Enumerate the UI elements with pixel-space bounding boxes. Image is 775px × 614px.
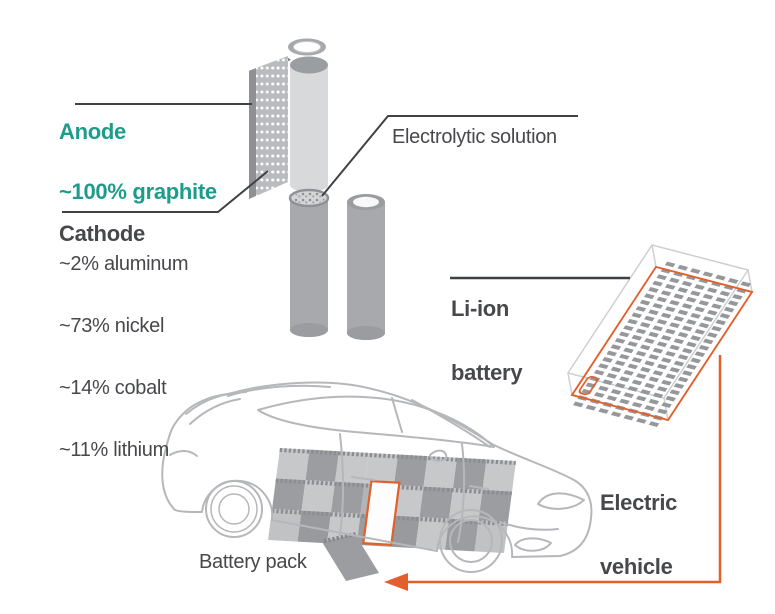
cell-cylinder-electrolyte bbox=[288, 188, 330, 337]
cathode-title: Cathode bbox=[59, 221, 145, 246]
car-battery-pack bbox=[268, 448, 516, 581]
front-wheel bbox=[439, 509, 503, 573]
li-ion-battery-label: Li-ion battery bbox=[451, 296, 523, 385]
car-body-outline bbox=[161, 381, 593, 558]
electrolyte-callout-line bbox=[321, 115, 578, 197]
electrode-sheet bbox=[249, 56, 291, 199]
electric-vehicle-label: Electric vehicle bbox=[600, 490, 678, 579]
anode-composition: ~100% graphite bbox=[59, 179, 217, 204]
electrolyte-label: Electrolytic solution bbox=[392, 126, 557, 148]
cell-rows bbox=[573, 261, 752, 427]
battery-pack-label: Battery pack bbox=[199, 551, 307, 573]
cathode-item: ~14% cobalt bbox=[59, 377, 167, 399]
flow-arrow bbox=[384, 355, 722, 591]
jelly-roll-cylinder bbox=[290, 56, 328, 192]
module-connector bbox=[578, 375, 599, 396]
anode-label: Anode ~100% graphite bbox=[59, 117, 217, 207]
cell-assembly bbox=[249, 38, 385, 340]
cathode-item: ~11% lithium bbox=[59, 439, 169, 461]
cathode-callout-line bbox=[62, 170, 269, 213]
cell-cylinder-sealed bbox=[347, 194, 385, 340]
li-ion-battery-module bbox=[566, 244, 754, 427]
highlighted-module bbox=[362, 480, 401, 546]
module-tray-outline bbox=[570, 265, 754, 422]
cathode-composition-list: ~2% aluminum ~73% nickel ~14% cobalt ~11… bbox=[59, 249, 189, 466]
anode-title: Anode bbox=[59, 119, 126, 144]
cathode-item: ~73% nickel bbox=[59, 315, 165, 337]
cell-cap-ring bbox=[288, 38, 326, 56]
callout-lines bbox=[62, 103, 630, 280]
side-mirror bbox=[429, 449, 448, 462]
headlight bbox=[537, 492, 585, 510]
fog-light bbox=[514, 537, 552, 552]
rear-wheel bbox=[205, 480, 263, 538]
arrowhead bbox=[384, 573, 408, 591]
electric-car-sketch bbox=[161, 381, 593, 573]
side-window bbox=[257, 395, 495, 448]
cathode-item: ~2% aluminum bbox=[59, 253, 189, 275]
